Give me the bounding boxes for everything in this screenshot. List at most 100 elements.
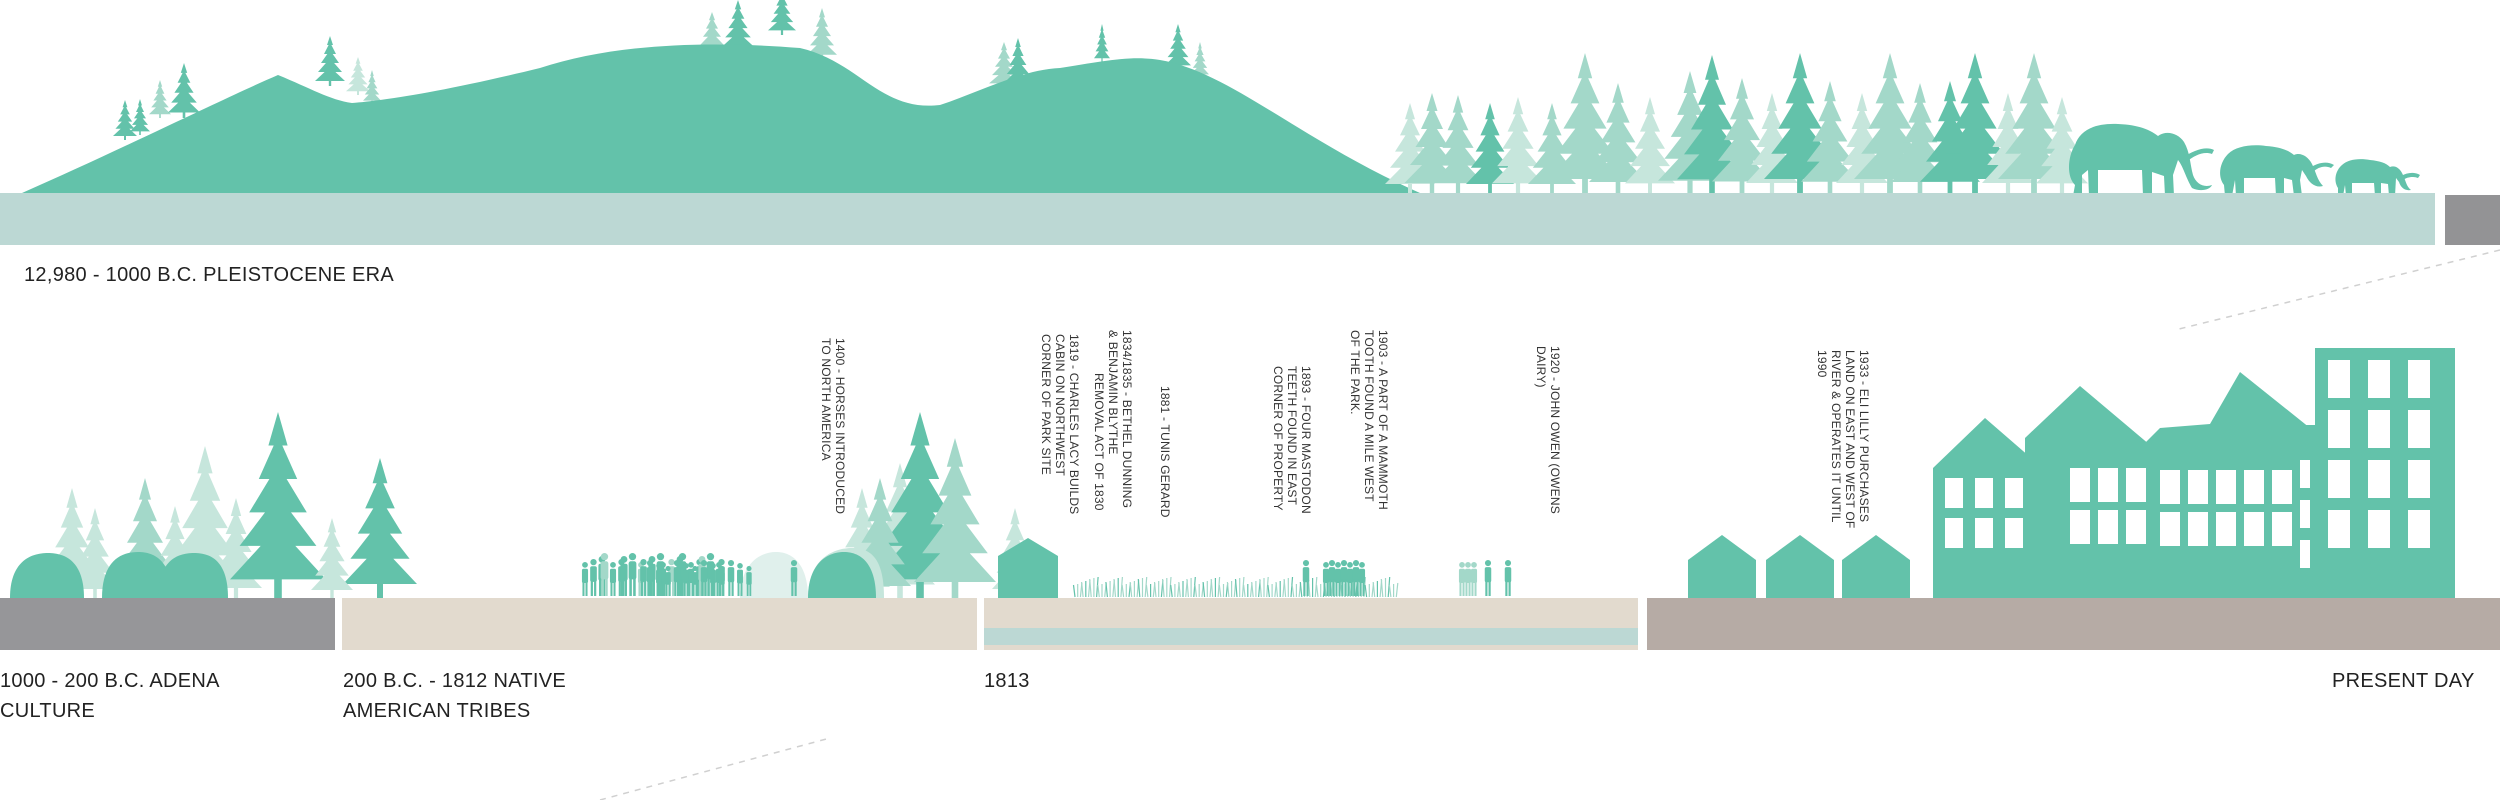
- pine-tree-icon: [1854, 53, 1926, 193]
- pleistocene-forest: [1385, 53, 2088, 193]
- person-icon: [692, 566, 698, 596]
- event-lacy-line-3: CORNER OF PARK SITE: [1039, 334, 1053, 475]
- pine-tree-icon: [1492, 97, 1544, 193]
- person-icon: [683, 563, 689, 596]
- pioneer-group: [1302, 560, 1366, 596]
- pine-tree-icon: [1094, 24, 1110, 62]
- event-mastodon-line-2: TEETH FOUND IN EAST: [1285, 366, 1299, 506]
- pleistocene-end-marker: [2445, 195, 2500, 245]
- pine-tree-icon: [311, 518, 353, 598]
- era-label-1813: 1813: [984, 670, 1030, 692]
- event-lilly-line-1: 1933 - ELI LILLY PURCHASES: [1857, 350, 1871, 523]
- pine-tree-icon: [1625, 97, 1675, 193]
- event-dunning-line-2: & BENJAMIN BLYTHE: [1106, 330, 1120, 455]
- pine-tree-icon: [1432, 95, 1484, 193]
- person-icon: [1504, 560, 1512, 596]
- pine-tree-icon: [44, 488, 100, 598]
- person-icon: [673, 560, 681, 596]
- pine-tree-icon: [914, 438, 996, 598]
- pine-tree-icon: [151, 506, 199, 598]
- pine-tree-icon: [113, 100, 137, 140]
- event-lilly-line-3: RIVER & OPERATES IT UNTIL: [1829, 350, 1843, 523]
- lacy-cabin: [998, 538, 1058, 598]
- event-lacy-line-1: 1819 - CHARLES LACY BUILDS: [1067, 334, 1081, 515]
- pine-tree-icon: [1528, 103, 1576, 193]
- small-houses: [1688, 535, 1910, 598]
- native-dome: [740, 548, 884, 598]
- person-icon: [737, 563, 743, 596]
- pine-tree-icon: [1589, 83, 1647, 193]
- pine-tree-icon: [834, 488, 890, 598]
- hill-trees: [113, 0, 1209, 140]
- pine-tree-icon: [1466, 103, 1514, 193]
- tall-grass: [1072, 576, 1399, 598]
- pine-tree-icon: [849, 478, 911, 598]
- pine-tree-icon: [230, 412, 326, 598]
- dairy-walkers: [1458, 560, 1512, 596]
- pine-tree-icon: [1891, 83, 1949, 193]
- person-icon: [710, 563, 716, 596]
- era-label-pleistocene: 12,980 - 1000 B.C. PLEISTOCENE ERA: [24, 264, 395, 286]
- person-icon: [590, 559, 597, 596]
- connector-line-bottom: [599, 737, 831, 800]
- person-icon: [656, 563, 662, 596]
- pine-tree-icon: [167, 446, 243, 598]
- era-label-native-line-1: 200 B.C. - 1812 NATIVE: [343, 670, 566, 692]
- event-mastodon-line-1: 1893 - FOUR MASTODON: [1299, 366, 1313, 514]
- pine-tree-icon: [149, 80, 171, 118]
- pine-tree-icon: [807, 8, 837, 60]
- era-label-adena-line-2: CULTURE: [0, 700, 96, 722]
- pine-tree-icon: [1764, 53, 1836, 193]
- pine-tree-icon: [1658, 71, 1722, 193]
- pine-tree-icon: [2036, 97, 2088, 193]
- era-label-native-line-2: AMERICAN TRIBES: [343, 700, 531, 722]
- person-icon: [1464, 562, 1472, 596]
- era-label-native: 200 B.C. - 1812 NATIVE AMERICAN TRIBES: [343, 666, 566, 726]
- pine-tree-icon: [168, 63, 200, 118]
- person-icon: [1470, 562, 1478, 596]
- event-mammoth-line-1: 1903 - A PART OF A MAMMOTH: [1376, 330, 1390, 510]
- person-icon: [1322, 562, 1330, 596]
- pine-tree-icon: [1920, 81, 1980, 193]
- adena-ground-band: [0, 598, 335, 650]
- event-horses-line-1: 1400 - HORSES INTRODUCED: [833, 338, 847, 515]
- event-dunning-line-1: 1834/1835 - BETHEL DUNNING: [1120, 330, 1134, 509]
- pine-tree-icon: [1998, 53, 2070, 193]
- pine-tree-icon: [722, 0, 754, 52]
- person-icon: [1458, 562, 1466, 596]
- person-icon: [1328, 560, 1336, 596]
- pine-tree-icon: [346, 57, 370, 95]
- person-icon: [628, 553, 637, 596]
- native-ground-band: [342, 598, 977, 650]
- event-horses-line-2: TO NORTH AMERICA: [819, 338, 833, 461]
- pleistocene-ground-band: [0, 193, 2435, 245]
- person-icon: [600, 553, 609, 596]
- event-lilly-line-2: LAND ON EAST AND WEST OF: [1843, 350, 1857, 529]
- era-label-present: PRESENT DAY: [2332, 670, 2475, 692]
- person-icon: [1334, 562, 1342, 596]
- pine-tree-icon: [768, 0, 796, 35]
- pine-tree-icon: [1939, 53, 2011, 193]
- person-icon: [1346, 562, 1354, 596]
- person-icon: [620, 556, 628, 596]
- person-icon: [646, 560, 654, 596]
- person-icon: [1302, 560, 1310, 596]
- era-label-adena: 1000 - 200 B.C. ADENA CULTURE: [0, 666, 220, 726]
- pine-tree-icon: [1801, 81, 1859, 193]
- pine-tree-icon: [1746, 93, 1798, 193]
- pine-tree-icon: [1004, 38, 1032, 88]
- event-removal-line-1: REMOVAL ACT OF 1830: [1092, 373, 1106, 511]
- person-icon: [727, 560, 735, 596]
- person-icon: [790, 560, 798, 596]
- mammoth-small: [2335, 159, 2420, 196]
- connector-line-top: [2174, 249, 2500, 331]
- adena-mounds: [10, 552, 228, 598]
- pine-tree-icon: [315, 36, 345, 86]
- pine-tree-icon: [343, 458, 417, 598]
- pine-tree-icon: [363, 70, 381, 104]
- person-icon: [719, 566, 725, 596]
- person-icon: [581, 562, 589, 596]
- 1813-water-band: [984, 628, 1638, 645]
- pine-tree-icon: [130, 99, 150, 135]
- present-ground-band: [1647, 598, 2500, 650]
